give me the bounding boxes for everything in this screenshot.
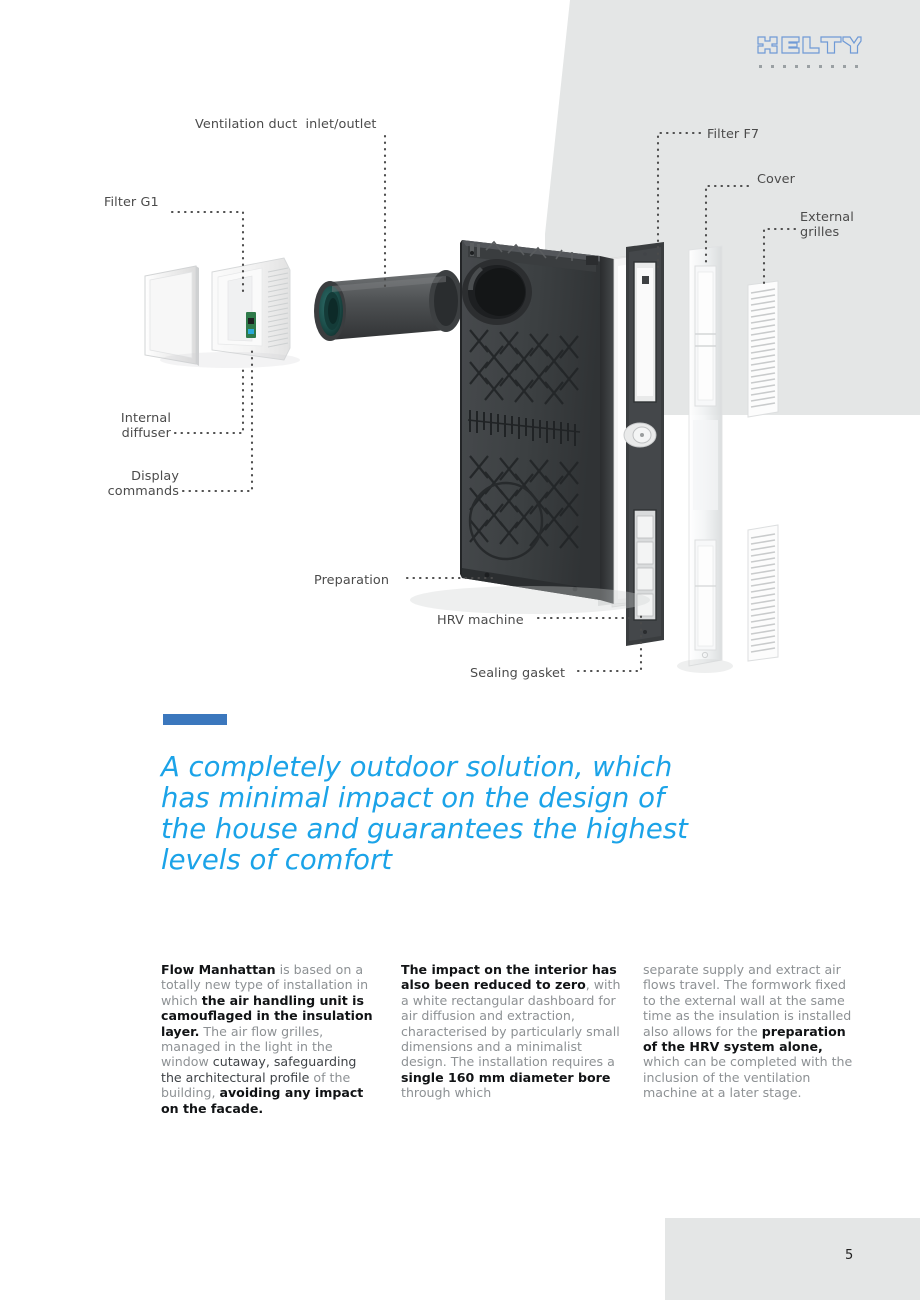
page-number: 5 bbox=[845, 1248, 854, 1263]
brand-logo bbox=[757, 32, 862, 68]
label-external-grilles: External grilles bbox=[800, 210, 854, 240]
label-internal-diffuser: Internal diffuser bbox=[120, 411, 171, 441]
body-paragraph: Flow Manhattan is based on a totally new… bbox=[161, 962, 373, 1116]
page-headline: A completely outdoor solution, which has… bbox=[161, 751, 688, 876]
label-hrv-machine: HRV machine bbox=[437, 613, 524, 628]
label-sealing-gasket: Sealing gasket bbox=[470, 666, 566, 681]
helty-wordmark-icon bbox=[757, 36, 862, 54]
ventilation-duct-part bbox=[314, 270, 463, 341]
external-grille-lower bbox=[747, 524, 779, 662]
external-grille-upper bbox=[747, 280, 779, 418]
label-ventilation-duct: Ventilation duct inlet/outlet bbox=[195, 117, 377, 132]
filter-f7-frame-part bbox=[623, 242, 664, 646]
body-column-2: The impact on the interior has also been… bbox=[401, 962, 643, 1116]
label-preparation: Preparation bbox=[314, 573, 390, 588]
body-paragraph: separate supply and extract air flows tr… bbox=[643, 962, 853, 1101]
logo-dot-row bbox=[757, 65, 862, 68]
body-column-3: separate supply and extract air flows tr… bbox=[643, 962, 853, 1116]
footer-panel bbox=[665, 1218, 920, 1300]
body-paragraph: The impact on the interior has also been… bbox=[401, 962, 621, 1101]
label-filter-g1: Filter G1 bbox=[104, 195, 159, 210]
body-column-1: Flow Manhattan is based on a totally new… bbox=[161, 962, 401, 1116]
label-cover: Cover bbox=[757, 172, 795, 187]
label-filter-f7: Filter F7 bbox=[707, 127, 760, 142]
body-columns: Flow Manhattan is based on a totally new… bbox=[161, 962, 861, 1116]
product-exploded-illustration bbox=[144, 240, 779, 673]
cover-part bbox=[688, 245, 723, 667]
internal-diffuser-part bbox=[144, 265, 199, 366]
accent-bar bbox=[163, 714, 227, 725]
label-display-commands: Display commands bbox=[107, 469, 179, 499]
callout-leader-lines bbox=[170, 131, 797, 673]
filter-g1-housing bbox=[211, 257, 291, 361]
